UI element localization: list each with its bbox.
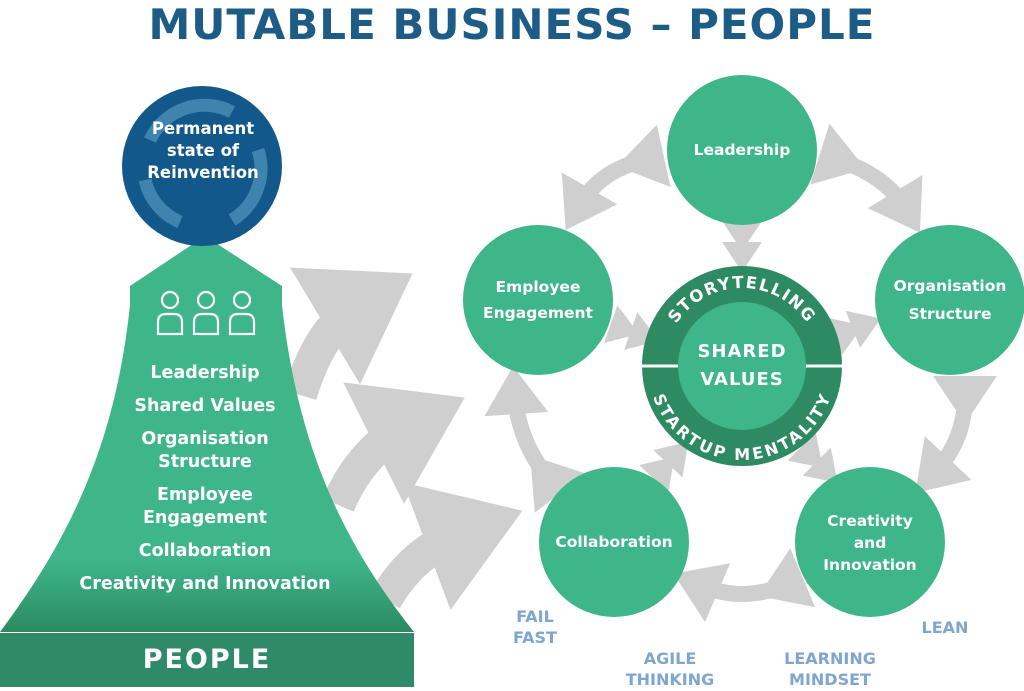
label-creativity-innovation: Creativity and Innovation — [805, 508, 935, 578]
pyramid-item-shared-values: Shared Values — [40, 395, 370, 418]
circle-label-line: and — [853, 534, 887, 552]
pyramid-shape — [0, 236, 414, 632]
core-connectors — [604, 220, 881, 493]
permanent-label-line: state of — [166, 141, 240, 160]
connector-core-creativity — [787, 432, 838, 483]
pyramid-item-creativity-innovation: Creativity and Innovation — [40, 573, 370, 596]
note-line: AGILE — [643, 649, 697, 668]
circle-label-line: Employee — [495, 278, 581, 296]
core-label-line: SHARED — [697, 341, 787, 362]
core-shared-values-label: SHARED VALUES — [686, 338, 798, 398]
circle-leadership — [667, 75, 817, 225]
connector-core-organisation — [827, 310, 881, 355]
swoosh-arrow-middle — [322, 382, 465, 512]
pyramid-item-line: Employee — [157, 485, 253, 505]
note-line: LEARNING — [784, 649, 876, 668]
transition-arrows — [283, 267, 523, 610]
pyramid-item-line: Organisation — [141, 429, 269, 449]
connector-creativity-collaboration — [673, 548, 816, 622]
permanent-label: Permanent state of Reinvention — [128, 118, 278, 198]
circle-label-line: Organisation — [893, 277, 1007, 295]
pyramid-item-employee-engagement: Employee Engagement — [40, 484, 370, 530]
pyramid-item-line: Engagement — [142, 508, 268, 528]
connector-core-employee — [604, 305, 659, 350]
label-leadership: Leadership — [682, 122, 802, 178]
pyramid-item-line: Structure — [158, 452, 252, 472]
connector-core-collaboration — [639, 441, 689, 493]
people-pyramid — [0, 236, 414, 687]
circle-label-line: Innovation — [823, 556, 917, 574]
circle-collaboration — [539, 467, 689, 617]
circle-label-line: Collaboration — [555, 533, 673, 551]
pyramid-item-organisation-structure: Organisation Structure — [40, 428, 370, 474]
pentagon-connectors — [484, 123, 998, 622]
connector-collaboration-employee — [484, 366, 586, 513]
note-line: LEAN — [921, 618, 969, 637]
permanent-reinvention-badge — [122, 86, 282, 246]
swoosh-arrow-bottom — [370, 482, 523, 610]
circle-label-line: Creativity — [827, 512, 913, 530]
circle-label-line: Structure — [908, 305, 992, 323]
note-line: FAIL — [516, 607, 554, 626]
permanent-label-line: Permanent — [151, 119, 255, 138]
circle-creativity-innovation — [795, 467, 945, 617]
note-line: MINDSET — [789, 670, 871, 689]
note-line: FAST — [513, 628, 557, 647]
page-title: MUTABLE BUSINESS – PEOPLE — [148, 0, 876, 49]
label-organisation-structure: Organisation Structure — [885, 270, 1015, 330]
pyramid-item-line: Shared Values — [134, 396, 276, 416]
value-circles — [463, 75, 1024, 617]
core-label-line: VALUES — [700, 369, 784, 390]
swoosh-arrow-top — [283, 267, 413, 401]
cycle-arrows-icon — [138, 98, 268, 228]
pyramid-item-line: Creativity and Innovation — [79, 574, 331, 594]
pyramid-item-leadership: Leadership — [40, 362, 370, 385]
connector-organisation-creativity — [915, 375, 998, 494]
note-fail-fast: FAIL FAST — [500, 606, 570, 648]
pyramid-item-line: Leadership — [150, 363, 260, 383]
pyramid-item-collaboration: Collaboration — [40, 540, 370, 563]
circle-organisation-structure — [875, 225, 1024, 375]
permanent-label-line: Reinvention — [147, 163, 259, 182]
people-icon — [156, 290, 256, 336]
people-base-label: PEOPLE — [142, 644, 272, 675]
pyramid-item-line: Collaboration — [138, 541, 272, 561]
core-ring: STORYTELLING STARTUP MENTALITY — [642, 266, 842, 466]
connector-leadership-employee — [561, 124, 671, 230]
circle-label-line: Engagement — [483, 304, 593, 322]
label-employee-engagement: Employee Engagement — [470, 270, 606, 330]
note-lean: LEAN — [910, 617, 980, 638]
circle-label-line: Leadership — [693, 141, 791, 159]
connector-leadership-organisation — [809, 123, 923, 233]
pyramid-list: Leadership Shared Values Organisation St… — [40, 362, 370, 596]
pyramid-base — [0, 633, 414, 687]
note-learning-mindset: LEARNING MINDSET — [770, 648, 890, 690]
note-agile-thinking: AGILE THINKING — [615, 648, 725, 690]
label-collaboration: Collaboration — [544, 514, 684, 570]
circle-employee-engagement — [463, 225, 613, 375]
note-line: THINKING — [625, 670, 715, 689]
